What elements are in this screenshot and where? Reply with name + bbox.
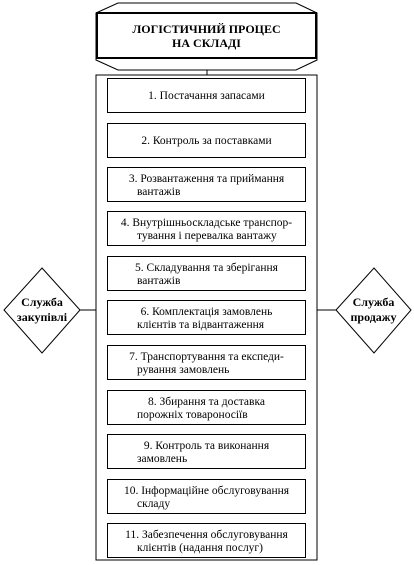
step-6: 6. Комплектація замовлень клієнтів та ві… [107,300,306,335]
right-diamond [335,267,412,354]
right-service-line-1: Служба [352,295,395,309]
step-3-line-2: вантажів [137,185,181,198]
step-4: 4. Внутрішньоскладське транспор- тування… [107,211,306,246]
left-service-line-2: закупівлі [16,310,68,324]
central-frame [95,74,318,561]
step-10: 10. Інформаційне обслуговування складу [107,479,306,514]
step-6-line-1: 6. Комплектація замовлень [140,305,273,318]
right-service-label: Служба продажу [336,292,411,328]
step-9-line-2: замовлень [137,452,188,465]
step-4-line-1: 4. Внутрішньоскладське транспор- [120,216,293,229]
step-11-line-2: клієнтів (надання послуг) [137,541,263,554]
step-7-line-2: рування замовлень [137,363,230,376]
step-3-line-1: 3. Розвантаження та приймання [128,172,285,185]
step-10-line-1: 10. Інформаційне обслуговування [123,484,290,497]
step-2-line-1: 2. Контроль за поставками [141,135,272,147]
step-7: 7. Транспортування та експеди- рування з… [107,345,306,380]
step-8-line-1: 8. Збирання та доставка [148,395,265,408]
step-9-line-1: 9. Контроль та виконання [143,439,270,452]
step-4-line-2: тування і перевалка вантажу [137,229,277,242]
step-6-line-2: клієнтів та відвантаження [137,318,265,331]
step-5: 5. Складування та зберігання вантажів [107,256,306,291]
step-1-line-1: 1. Постачання запасами [148,90,265,102]
title-line-2: НА СКЛАДІ [172,35,241,50]
step-10-line-2: складу [137,497,171,510]
step-11-line-1: 11. Забезпечення обслуговування [125,528,288,541]
step-2: 2. Контроль за поставками [107,123,306,158]
step-8-line-2: порожніх товароносіїв [137,408,248,421]
step-11: 11. Забезпечення обслуговування клієнтів… [107,523,306,558]
step-5-line-2: вантажів [137,274,181,287]
step-1: 1. Постачання запасами [107,78,306,113]
left-service-label: Служба закупівлі [4,292,80,328]
step-7-line-1: 7. Транспортування та експеди- [129,350,284,363]
diagram-title: ЛОГІСТИЧНИЙ ПРОЦЕС НА СКЛАДІ [96,12,317,59]
left-diamond [3,267,81,354]
step-8: 8. Збирання та доставка порожніх товарон… [107,390,306,425]
title-line-1: ЛОГІСТИЧНИЙ ПРОЦЕС [132,21,281,36]
step-3: 3. Розвантаження та приймання вантажів [107,167,306,202]
left-service-line-1: Служба [21,295,63,309]
right-service-line-2: продажу [350,310,397,324]
step-9: 9. Контроль та виконання замовлень [107,434,306,469]
step-5-line-1: 5. Складування та зберігання [135,261,278,274]
